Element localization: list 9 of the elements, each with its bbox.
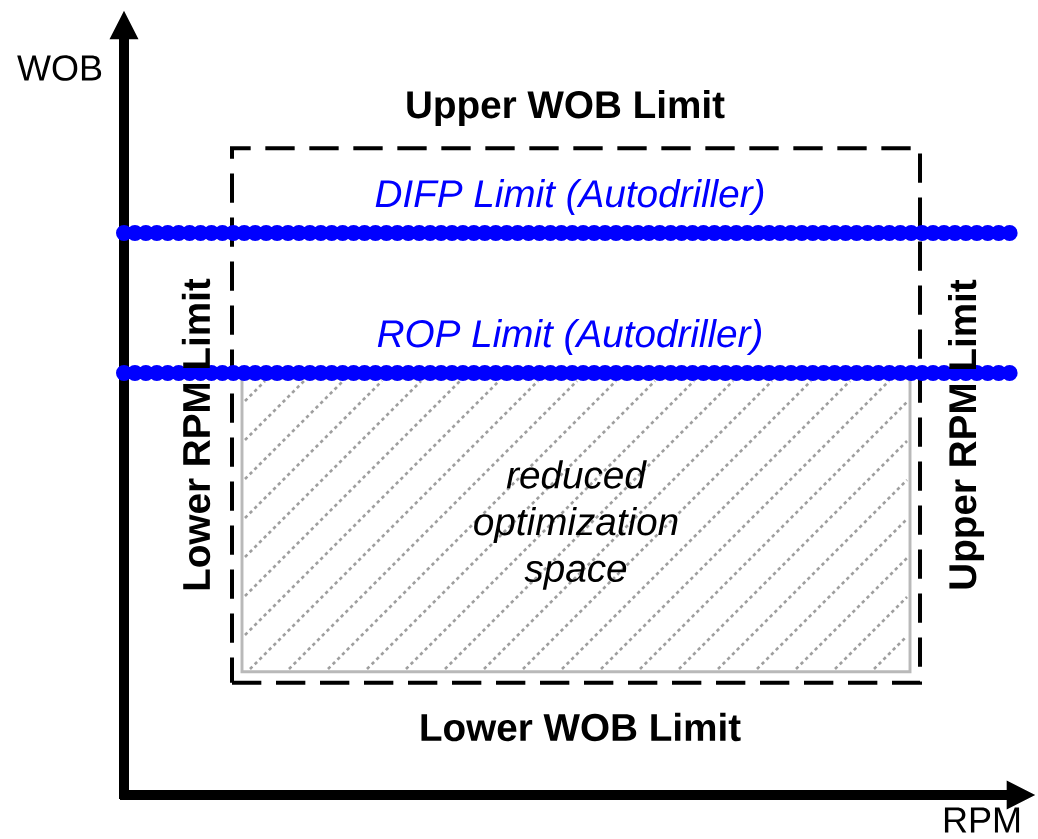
- axis-label: RPM: [944, 807, 1020, 833]
- limit-box: [230, 146, 922, 685]
- hatched-region: reduced optimization space: [240, 376, 912, 674]
- limit-label: Lower WOB Limit: [421, 712, 741, 742]
- limit-label: Lower RPM Limit: [181, 278, 211, 590]
- axis-label: WOB: [17, 55, 102, 81]
- limit-label: Upper RPM Limit: [948, 279, 985, 589]
- limit-label: Upper WOB Limit: [407, 90, 725, 127]
- limit-label: DIFP Limit (Autodriller): [375, 179, 764, 215]
